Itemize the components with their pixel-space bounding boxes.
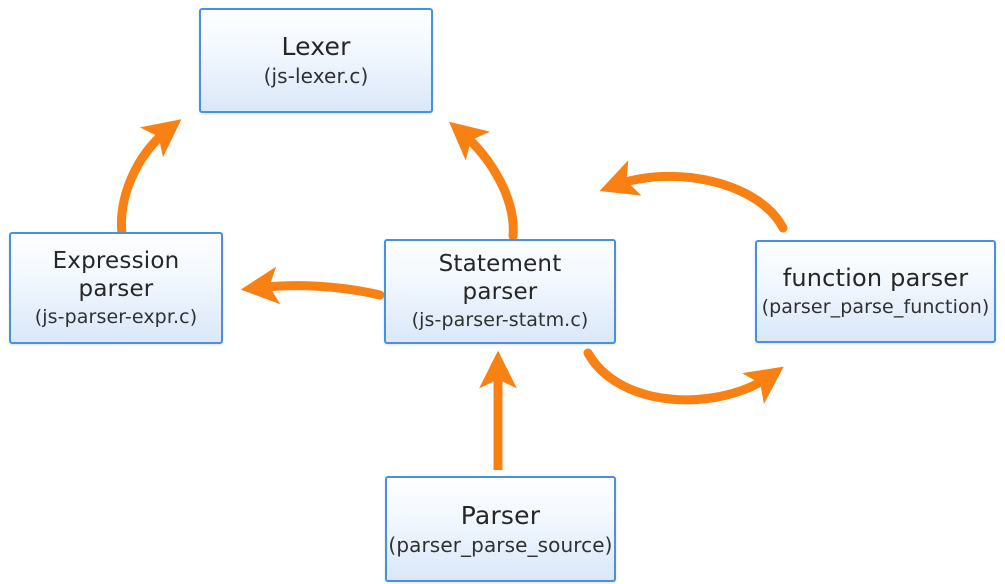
node-statement-parser-subtitle: (js-parser-statm.c) [411, 309, 589, 331]
node-statement-parser-title: Statement parser [438, 251, 562, 305]
node-lexer-subtitle: (js-lexer.c) [263, 64, 369, 88]
edge-function-to-statement [599, 160, 788, 233]
node-parser[interactable]: Parser (parser_parse_source) [385, 476, 616, 582]
node-parser-subtitle: (parser_parse_source) [388, 532, 613, 557]
node-lexer[interactable]: Lexer (js-lexer.c) [199, 8, 433, 113]
node-expression-parser-subtitle: (js-parser-expr.c) [34, 305, 198, 328]
node-statement-parser[interactable]: Statement parser (js-parser-statm.c) [384, 239, 616, 344]
node-function-parser-subtitle: (parser_parse_function) [761, 296, 990, 318]
edge-statement-to-lexer [448, 121, 518, 241]
node-expression-parser[interactable]: Expression parser (js-parser-expr.c) [9, 232, 223, 344]
edge-statement-to-function [583, 348, 784, 405]
node-function-parser[interactable]: function parser (parser_parse_function) [755, 240, 996, 343]
node-parser-title: Parser [460, 500, 541, 530]
node-function-parser-title: function parser [782, 264, 969, 292]
node-expression-parser-title: Expression parser [52, 247, 180, 302]
node-lexer-title: Lexer [281, 32, 351, 61]
edge-expression-to-lexer [116, 119, 182, 238]
edge-statement-to-expression [240, 266, 385, 305]
